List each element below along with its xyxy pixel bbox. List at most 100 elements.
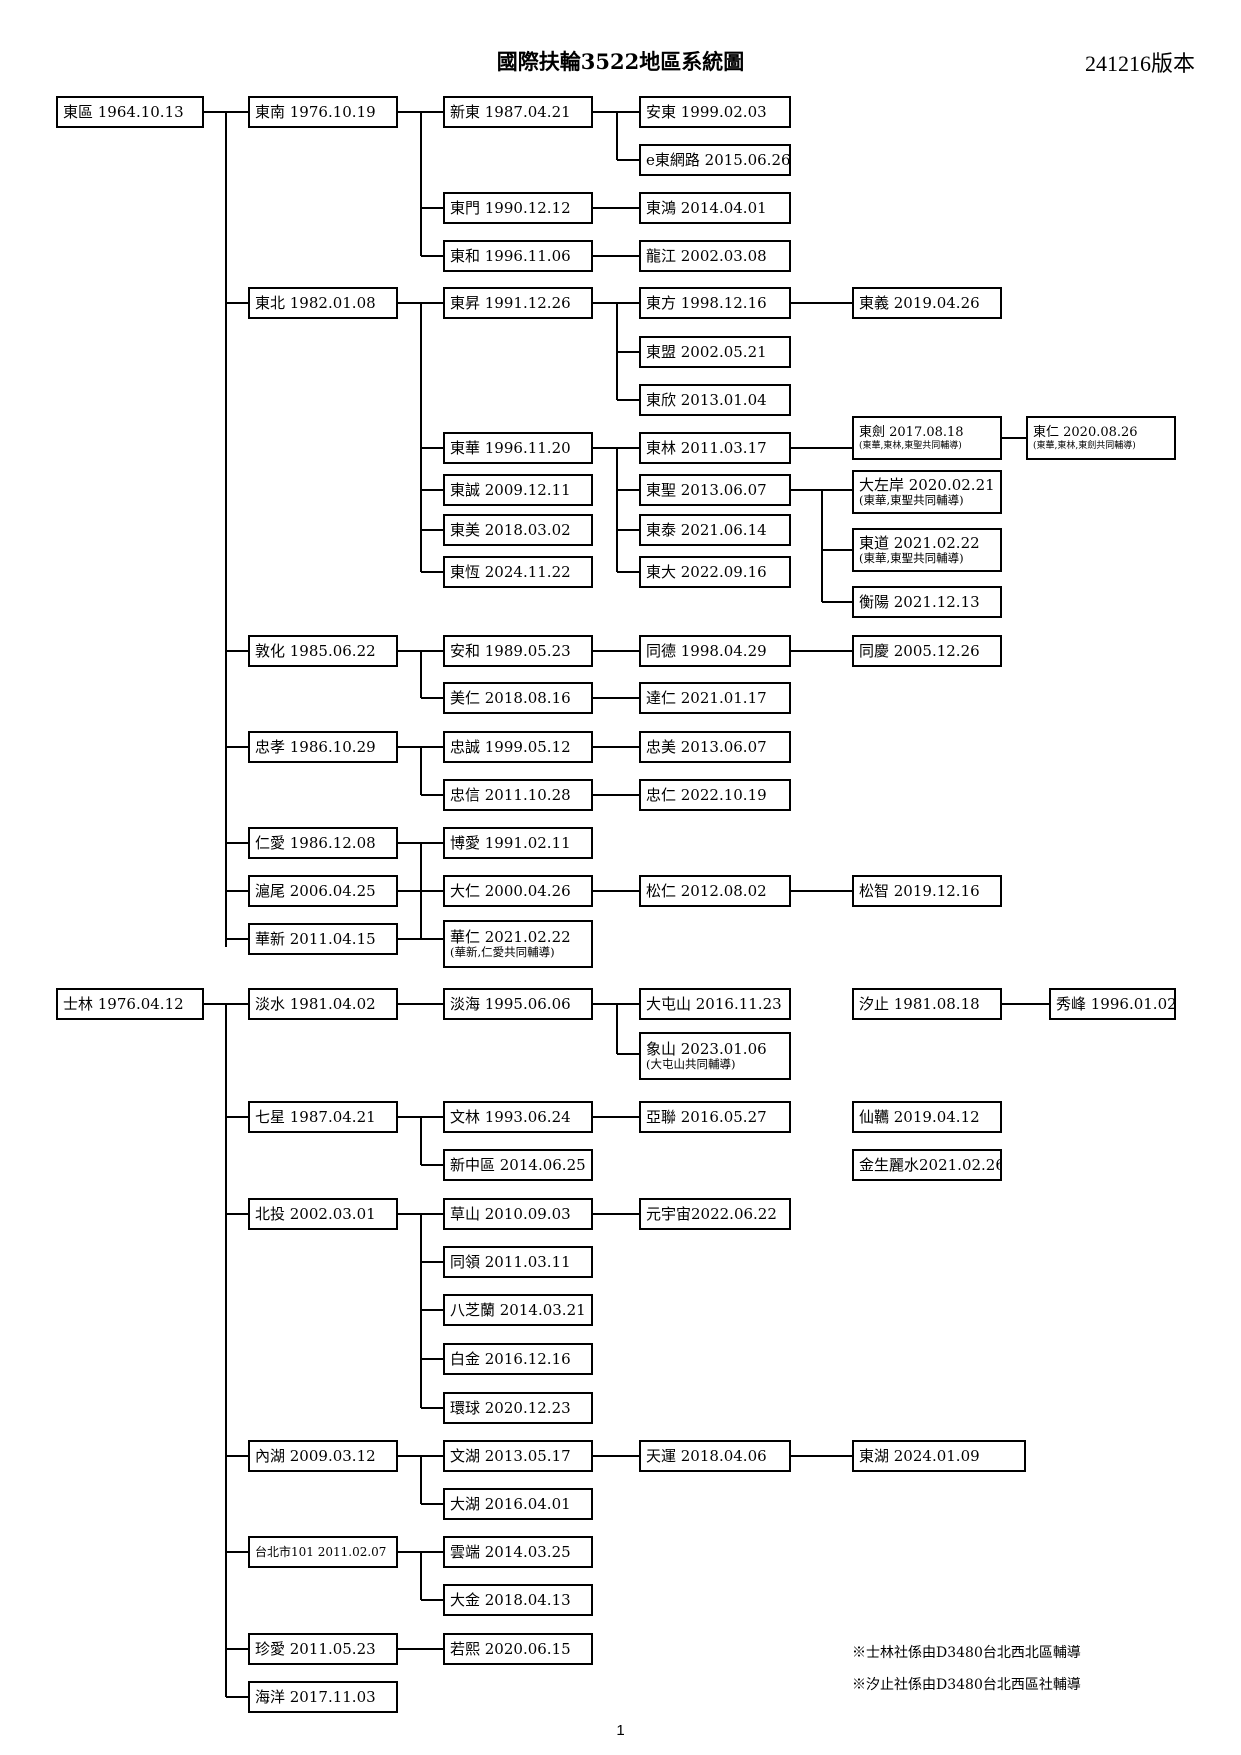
club-box-zhongxin: 忠信 2011.10.28	[443, 779, 593, 811]
club-label: 大左岸 2020.02.21	[859, 476, 995, 494]
club-box-dongbei: 東北 1982.01.08	[248, 287, 398, 319]
club-box-xiangshan: 象山 2023.01.06(大屯山共同輔導)	[639, 1032, 791, 1080]
club-label: 仙韉 2019.04.12	[859, 1107, 980, 1126]
club-box-haiyang: 海洋 2017.11.03	[248, 1681, 398, 1713]
club-label: 美仁 2018.08.16	[450, 688, 571, 707]
club-label: 同慶 2005.12.26	[859, 641, 980, 660]
club-label: 亞聯 2016.05.27	[646, 1107, 767, 1126]
footnote-xizhi: ※汐止社係由D3480台北西區社輔導	[852, 1677, 1081, 1693]
club-label: 同德 1998.04.29	[646, 641, 767, 660]
club-box-dajin: 大金 2018.04.13	[443, 1584, 593, 1616]
club-label: 若熙 2020.06.15	[450, 1639, 571, 1658]
club-label: 七星 1987.04.21	[255, 1107, 376, 1126]
club-box-neihu: 內湖 2009.03.12	[248, 1440, 398, 1472]
club-box-boai: 博愛 1991.02.11	[443, 827, 593, 859]
club-box-dongdao: 東道 2021.02.22(東華,東聖共同輔導)	[852, 528, 1002, 572]
club-label: 東義 2019.04.26	[859, 293, 980, 312]
club-label: 文湖 2013.05.17	[450, 1446, 571, 1465]
club-box-taipei101: 台北市101 2011.02.07	[248, 1536, 398, 1568]
club-label: 東和 1996.11.06	[450, 246, 571, 265]
club-box-dazuoan: 大左岸 2020.02.21(東華,東聖共同輔導)	[852, 470, 1002, 514]
club-label: 東區 1964.10.13	[63, 102, 184, 121]
club-note: (東華,東林,東劍共同輔導)	[1033, 441, 1136, 451]
club-box-anhe: 安和 1989.05.23	[443, 635, 593, 667]
club-box-tianyun: 天運 2018.04.06	[639, 1440, 791, 1472]
club-label: 忠仁 2022.10.19	[646, 785, 767, 804]
club-box-yunduan: 雲端 2014.03.25	[443, 1536, 593, 1568]
club-label: 東聖 2013.06.07	[646, 480, 767, 499]
club-box-wenhu: 文湖 2013.05.17	[443, 1440, 593, 1472]
club-label: 東大 2022.09.16	[646, 562, 767, 581]
club-box-tongqing: 同慶 2005.12.26	[852, 635, 1002, 667]
club-label: 敦化 1985.06.22	[255, 641, 376, 660]
club-box-zhongxiao: 忠孝 1986.10.29	[248, 731, 398, 763]
club-box-huaxin: 華新 2011.04.15	[248, 923, 398, 955]
club-label: 東門 1990.12.12	[450, 198, 571, 217]
club-label: 象山 2023.01.06	[646, 1040, 767, 1058]
club-label: 大屯山 2016.11.23	[646, 994, 782, 1013]
club-box-renai: 仁愛 1986.12.08	[248, 827, 398, 859]
club-label: 新東 1987.04.21	[450, 102, 571, 121]
club-box-dongren: 東仁 2020.08.26(東華,東林,東劍共同輔導)	[1026, 416, 1176, 460]
club-box-andong: 安東 1999.02.03	[639, 96, 791, 128]
club-box-zhongren: 忠仁 2022.10.19	[639, 779, 791, 811]
club-label: 滬尾 2006.04.25	[255, 881, 376, 900]
club-label: 北投 2002.03.01	[255, 1204, 376, 1223]
club-label: 金生麗水2021.02.26	[859, 1155, 1002, 1174]
club-box-xinzhongqu: 新中區 2014.06.25	[443, 1149, 593, 1181]
club-label: 大金 2018.04.13	[450, 1590, 571, 1609]
club-label: 松仁 2012.08.02	[646, 881, 767, 900]
club-box-dongda: 東大 2022.09.16	[639, 556, 791, 588]
club-label: 天運 2018.04.06	[646, 1446, 767, 1465]
club-box-tongde: 同德 1998.04.29	[639, 635, 791, 667]
club-box-zhenai: 珍愛 2011.05.23	[248, 1633, 398, 1665]
club-box-baijin: 白金 2016.12.16	[443, 1343, 593, 1375]
club-label: 東誠 2009.12.11	[450, 480, 571, 499]
club-box-shilin: 士林 1976.04.12	[56, 988, 204, 1020]
club-label: 博愛 1991.02.11	[450, 833, 571, 852]
club-box-yuanyuzhou: 元宇宙2022.06.22	[639, 1198, 791, 1230]
club-label: 忠孝 1986.10.29	[255, 737, 376, 756]
club-label: 東南 1976.10.19	[255, 102, 376, 121]
club-note: (華新,仁愛共同輔導)	[450, 945, 555, 959]
club-box-danhai: 淡海 1995.06.06	[443, 988, 593, 1020]
club-box-dongheng: 東恆 2024.11.22	[443, 556, 593, 588]
club-box-dunhua: 敦化 1985.06.22	[248, 635, 398, 667]
club-box-daren: 達仁 2021.01.17	[639, 682, 791, 714]
club-box-tongling: 同領 2011.03.11	[443, 1246, 593, 1278]
club-label: 東仁 2020.08.26	[1033, 425, 1138, 440]
club-label: 大湖 2016.04.01	[450, 1494, 571, 1513]
club-box-dongmeng: 東盟 2002.05.21	[639, 336, 791, 368]
club-label: 東林 2011.03.17	[646, 438, 767, 457]
footnote-shilin: ※士林社係由D3480台北西北區輔導	[852, 1645, 1081, 1661]
club-box-xizhi: 汐止 1981.08.18	[852, 988, 1002, 1020]
club-box-zhongmei: 忠美 2013.06.07	[639, 731, 791, 763]
club-box-donghu: 東湖 2024.01.09	[852, 1440, 1026, 1472]
club-box-danshui: 淡水 1981.04.02	[248, 988, 398, 1020]
club-box-donghua: 東華 1996.11.20	[443, 432, 593, 464]
club-box-huanqiu: 環球 2020.12.23	[443, 1392, 593, 1424]
club-label: 達仁 2021.01.17	[646, 688, 767, 707]
club-box-dongmei: 東美 2018.03.02	[443, 514, 593, 546]
club-label: 東湖 2024.01.09	[859, 1446, 980, 1465]
club-label: 忠信 2011.10.28	[450, 785, 571, 804]
club-box-dongfang: 東方 1998.12.16	[639, 287, 791, 319]
club-note: (大屯山共同輔導)	[646, 1057, 736, 1071]
club-label: 大仁 2000.04.26	[450, 881, 571, 900]
club-box-jinsheng: 金生麗水2021.02.26	[852, 1149, 1002, 1181]
club-label: 士林 1976.04.12	[63, 994, 184, 1013]
club-box-hengyang: 衡陽 2021.12.13	[852, 586, 1002, 618]
club-box-xianti: 仙韉 2019.04.12	[852, 1101, 1002, 1133]
club-label: 草山 2010.09.03	[450, 1204, 571, 1223]
club-label: e東網路 2015.06.26	[646, 150, 791, 169]
club-box-dongnan: 東南 1976.10.19	[248, 96, 398, 128]
club-label: 安東 1999.02.03	[646, 102, 767, 121]
club-box-longjiang: 龍江 2002.03.08	[639, 240, 791, 272]
club-label: 東北 1982.01.08	[255, 293, 376, 312]
club-box-songren: 松仁 2012.08.02	[639, 875, 791, 907]
club-box-meiren: 美仁 2018.08.16	[443, 682, 593, 714]
club-label: 東泰 2021.06.14	[646, 520, 767, 539]
club-label: 元宇宙2022.06.22	[646, 1204, 777, 1223]
